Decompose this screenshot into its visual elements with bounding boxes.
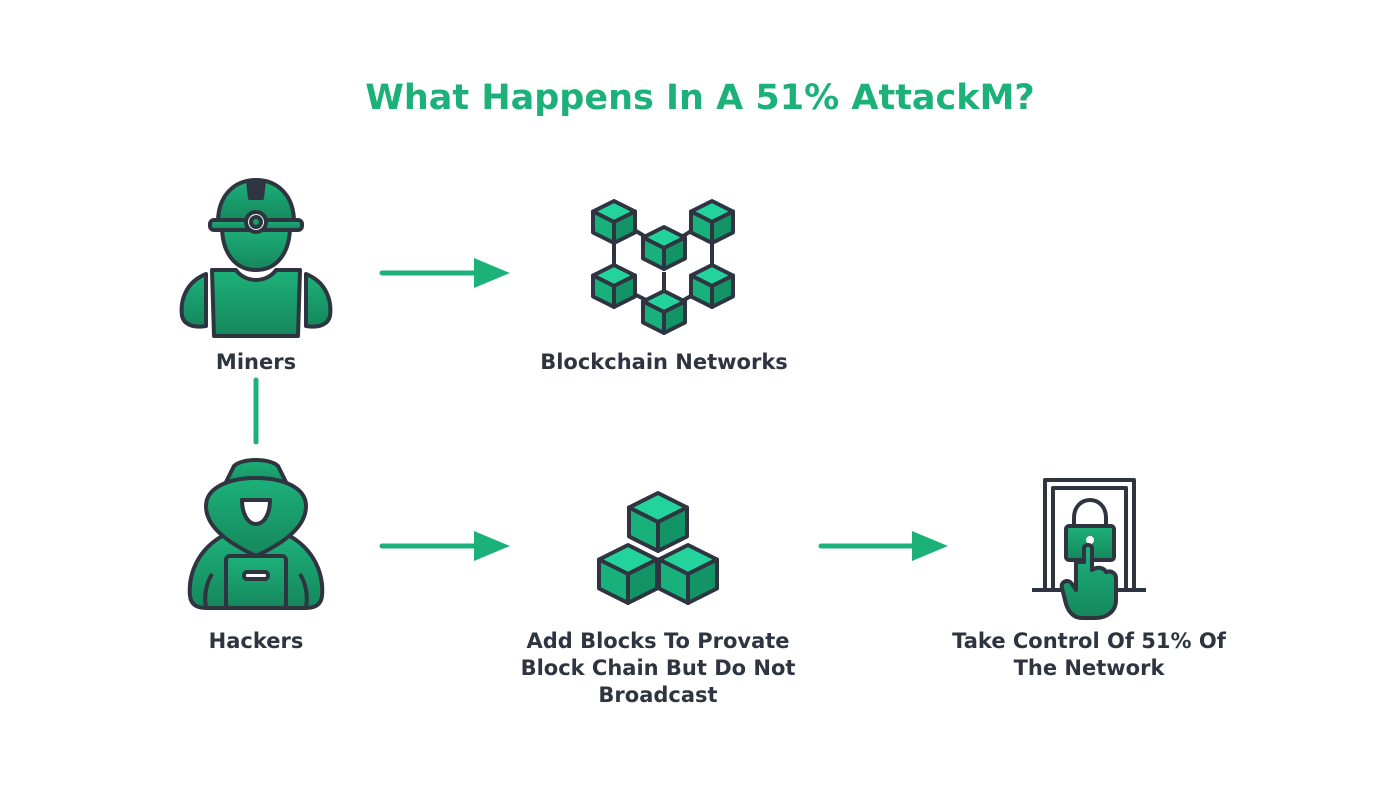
network-cube	[641, 225, 687, 271]
label-add-blocks: Add Blocks To Provate Block Chain But Do…	[520, 629, 796, 707]
network-cube	[689, 263, 735, 309]
network-cube	[591, 199, 637, 245]
miner-icon	[179, 178, 333, 338]
network-cube	[591, 263, 637, 309]
network-cube	[641, 289, 687, 335]
hacker-icon	[187, 458, 325, 610]
arrow-miners-to-blockchain	[379, 258, 510, 288]
stacked-block	[657, 543, 719, 605]
label-blockchain-networks: Blockchain Networks	[540, 350, 788, 374]
label-take-control: Take Control Of 51% Of The Network	[952, 629, 1226, 680]
network-cube	[689, 199, 735, 245]
page-title: What Happens In A 51% AttackM?	[365, 78, 1035, 118]
lock-door-icon	[1032, 478, 1146, 620]
stacked-block	[597, 543, 659, 605]
arrow-hackers-to-blocks	[379, 531, 510, 561]
stacked-block	[627, 491, 689, 553]
arrow-blocks-to-control	[818, 531, 948, 561]
label-miners: Miners	[215, 350, 297, 374]
label-hackers: Hackers	[208, 629, 304, 653]
